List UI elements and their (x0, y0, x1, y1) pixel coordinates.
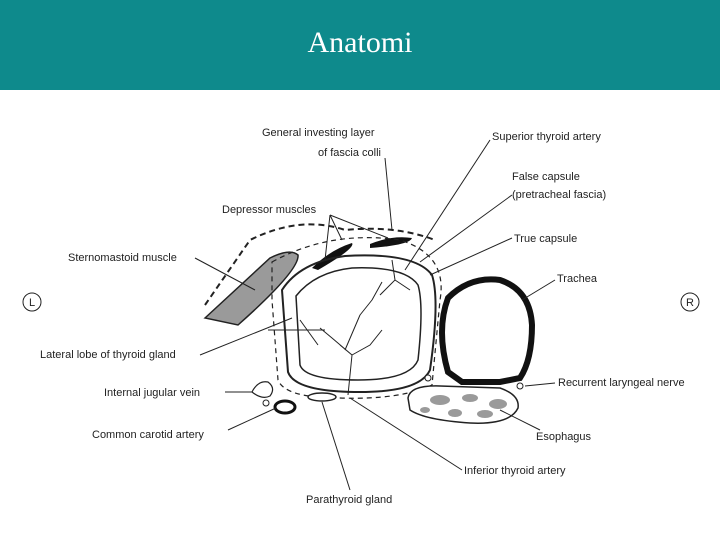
esophagus-texture (420, 394, 507, 418)
label-common-carotid-artery: Common carotid artery (92, 429, 204, 441)
depressor-muscle-right (370, 237, 412, 248)
label-inferior-thyroid-artery: Inferior thyroid artery (464, 465, 566, 477)
label-sternomastoid-muscle: Sternomastoid muscle (68, 252, 177, 264)
label-parathyroid-gland: Parathyroid gland (306, 494, 392, 506)
label-true-capsule: True capsule (514, 233, 577, 245)
label-lateral-lobe: Lateral lobe of thyroid gland (40, 349, 176, 361)
superior-thyroid-artery-branches (344, 259, 411, 351)
label-general-investing-1: General investing layer (262, 127, 375, 139)
leader-lines (194, 139, 556, 491)
label-superior-thyroid-artery: Superior thyroid artery (492, 131, 601, 143)
investing-layer-outline (204, 223, 436, 306)
recurrent-laryngeal-nerve-left (424, 374, 432, 382)
recurrent-laryngeal-nerve-right (516, 382, 524, 390)
label-false-capsule-2: (pretracheal fascia) (512, 189, 606, 201)
label-esophagus: Esophagus (536, 431, 592, 443)
right-side-marker: R (680, 292, 700, 312)
label-general-investing-2: of fascia colli (318, 147, 381, 159)
svg-text:L: L (29, 297, 35, 309)
depressor-muscle-left (312, 243, 353, 270)
label-internal-jugular-vein: Internal jugular vein (104, 387, 200, 399)
false-capsule (271, 237, 442, 399)
label-false-capsule-1: False capsule (512, 171, 580, 183)
label-trachea: Trachea (557, 273, 598, 285)
true-capsule (280, 254, 437, 394)
trachea-shape (439, 276, 536, 385)
gland-septa (268, 319, 325, 346)
internal-jugular-vein-shape (251, 381, 274, 398)
svg-text:R: R (686, 297, 694, 309)
common-carotid-artery-shape (273, 399, 297, 415)
label-recurrent-laryngeal-nerve: Recurrent laryngeal nerve (558, 377, 685, 389)
parathyroid-gland-shape (307, 392, 337, 402)
lateral-lobe-thyroid (295, 267, 422, 381)
inferior-thyroid-artery-branches (319, 327, 383, 396)
left-side-marker: L (22, 292, 42, 312)
page-title: Anatomi (307, 26, 413, 59)
label-depressor-muscles: Depressor muscles (222, 204, 317, 216)
thyroid-cross-section-diagram: L R (22, 127, 700, 506)
vagus-nerve (262, 399, 270, 407)
title-banner: Anatomi (0, 0, 720, 90)
